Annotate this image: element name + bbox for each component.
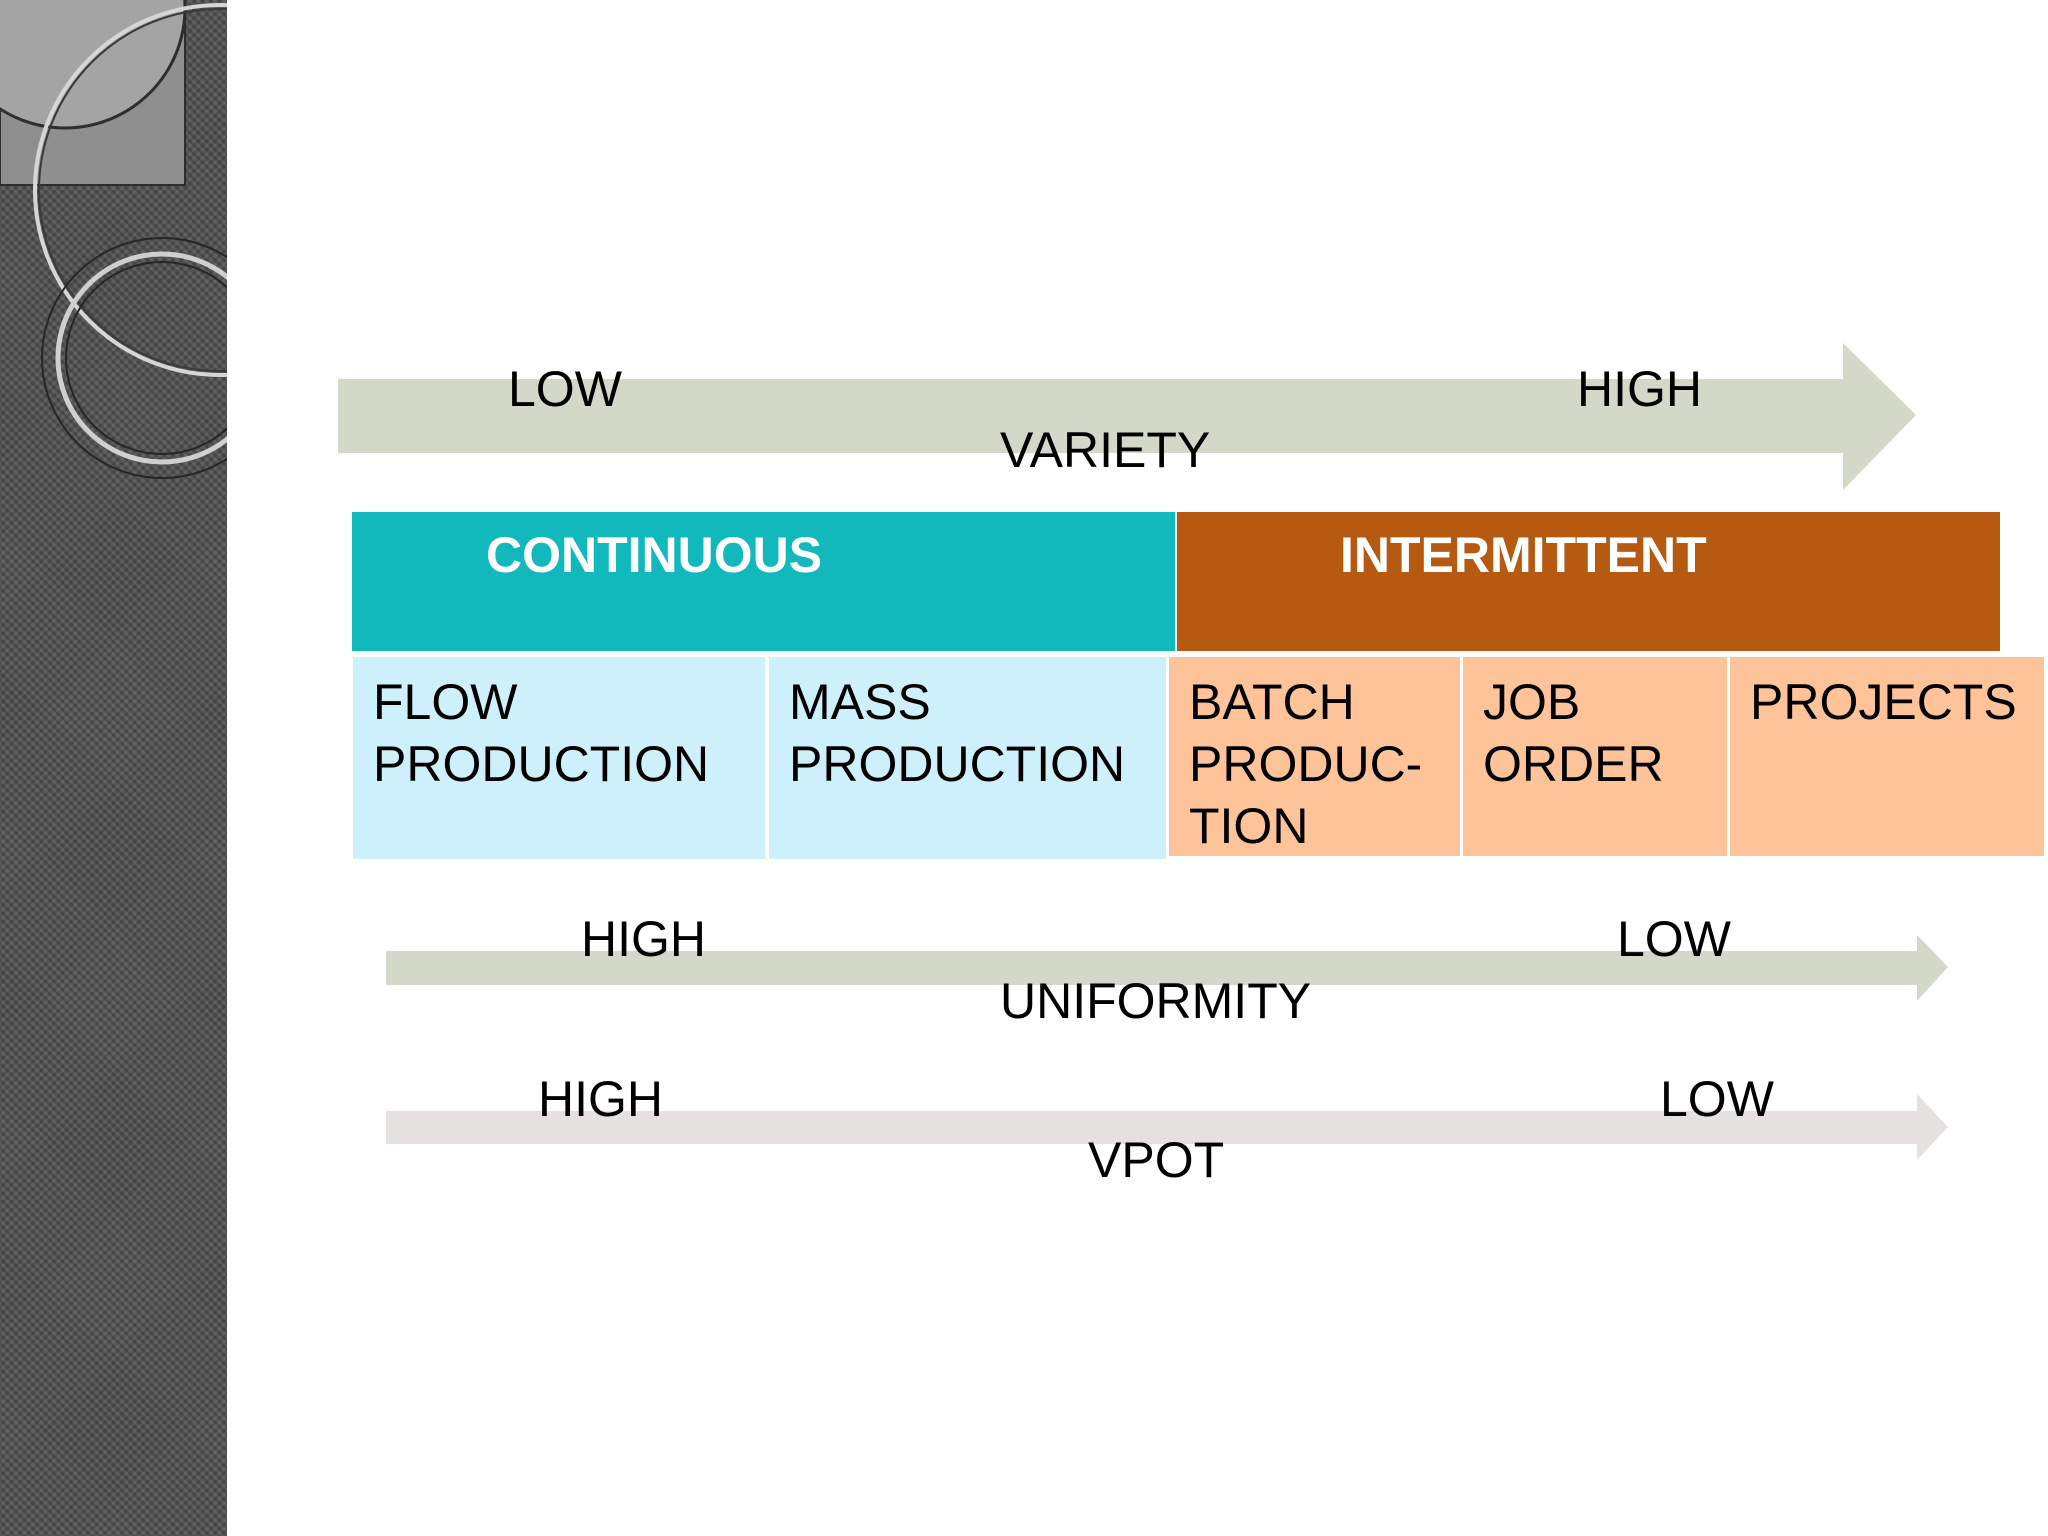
job-order-cell: JOB ORDER — [1463, 657, 1727, 856]
uniformity-title: UNIFORMITY — [1000, 973, 1312, 1029]
decorative-sidebar — [0, 0, 227, 1536]
uniformity-arrow-shape — [386, 935, 1948, 1001]
projects-cell: PROJECTS — [1730, 657, 2044, 856]
variety-low-label: LOW — [508, 361, 622, 417]
vpot-arrow — [386, 1094, 1948, 1160]
vpot-high-label: HIGH — [538, 1071, 663, 1127]
flow-production-cell: FLOW PRODUCTION — [353, 657, 765, 859]
variety-high-label: HIGH — [1577, 361, 1702, 417]
continuous-band: CONTINUOUS — [352, 512, 1175, 651]
variety-arrow-shape — [338, 343, 1916, 490]
intermittent-band: INTERMITTENT — [1177, 512, 2000, 651]
vpot-title: VPOT — [1088, 1132, 1225, 1188]
intermittent-label: INTERMITTENT — [1340, 527, 1707, 583]
vpot-arrow-shape — [386, 1094, 1948, 1160]
decorative-circles-graphic — [0, 0, 227, 479]
mass-production-cell: MASS PRODUCTION — [769, 657, 1166, 859]
variety-title: VARIETY — [1000, 422, 1211, 478]
uniformity-low-label: LOW — [1617, 911, 1731, 967]
uniformity-high-label: HIGH — [581, 911, 706, 967]
uniformity-arrow — [386, 935, 1948, 1001]
variety-arrow — [338, 343, 1916, 490]
vpot-low-label: LOW — [1660, 1071, 1774, 1127]
continuous-label: CONTINUOUS — [486, 527, 823, 583]
batch-production-cell: BATCH PRODUC- TION — [1169, 657, 1460, 856]
